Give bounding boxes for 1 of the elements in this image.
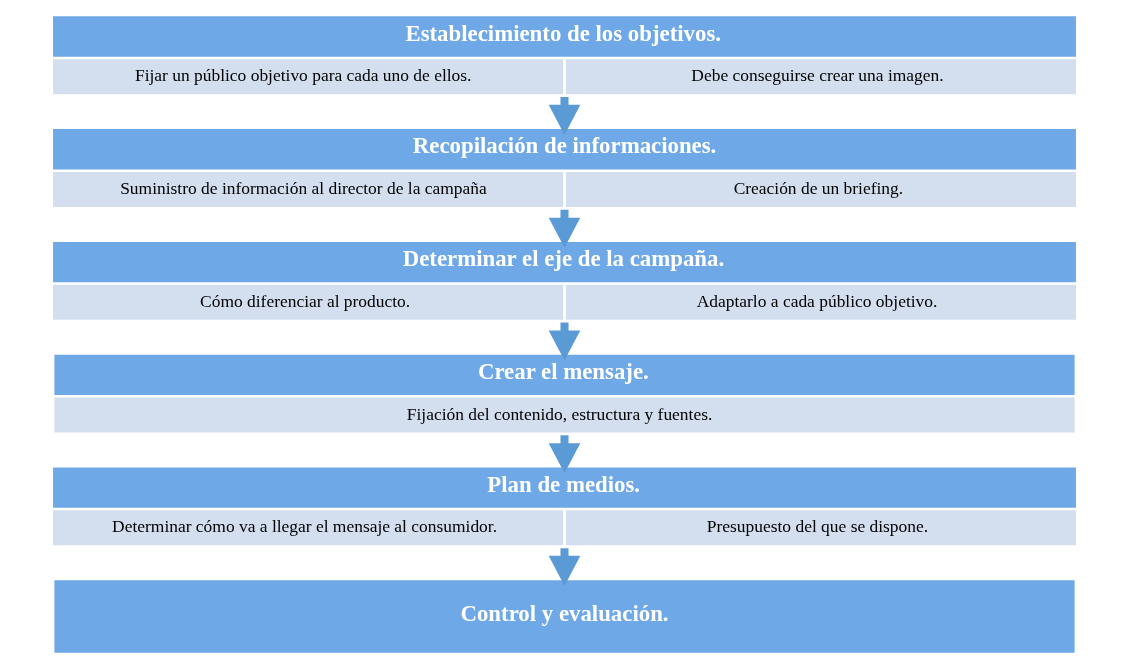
node-box: Control y evaluación. — [53, 580, 1075, 653]
